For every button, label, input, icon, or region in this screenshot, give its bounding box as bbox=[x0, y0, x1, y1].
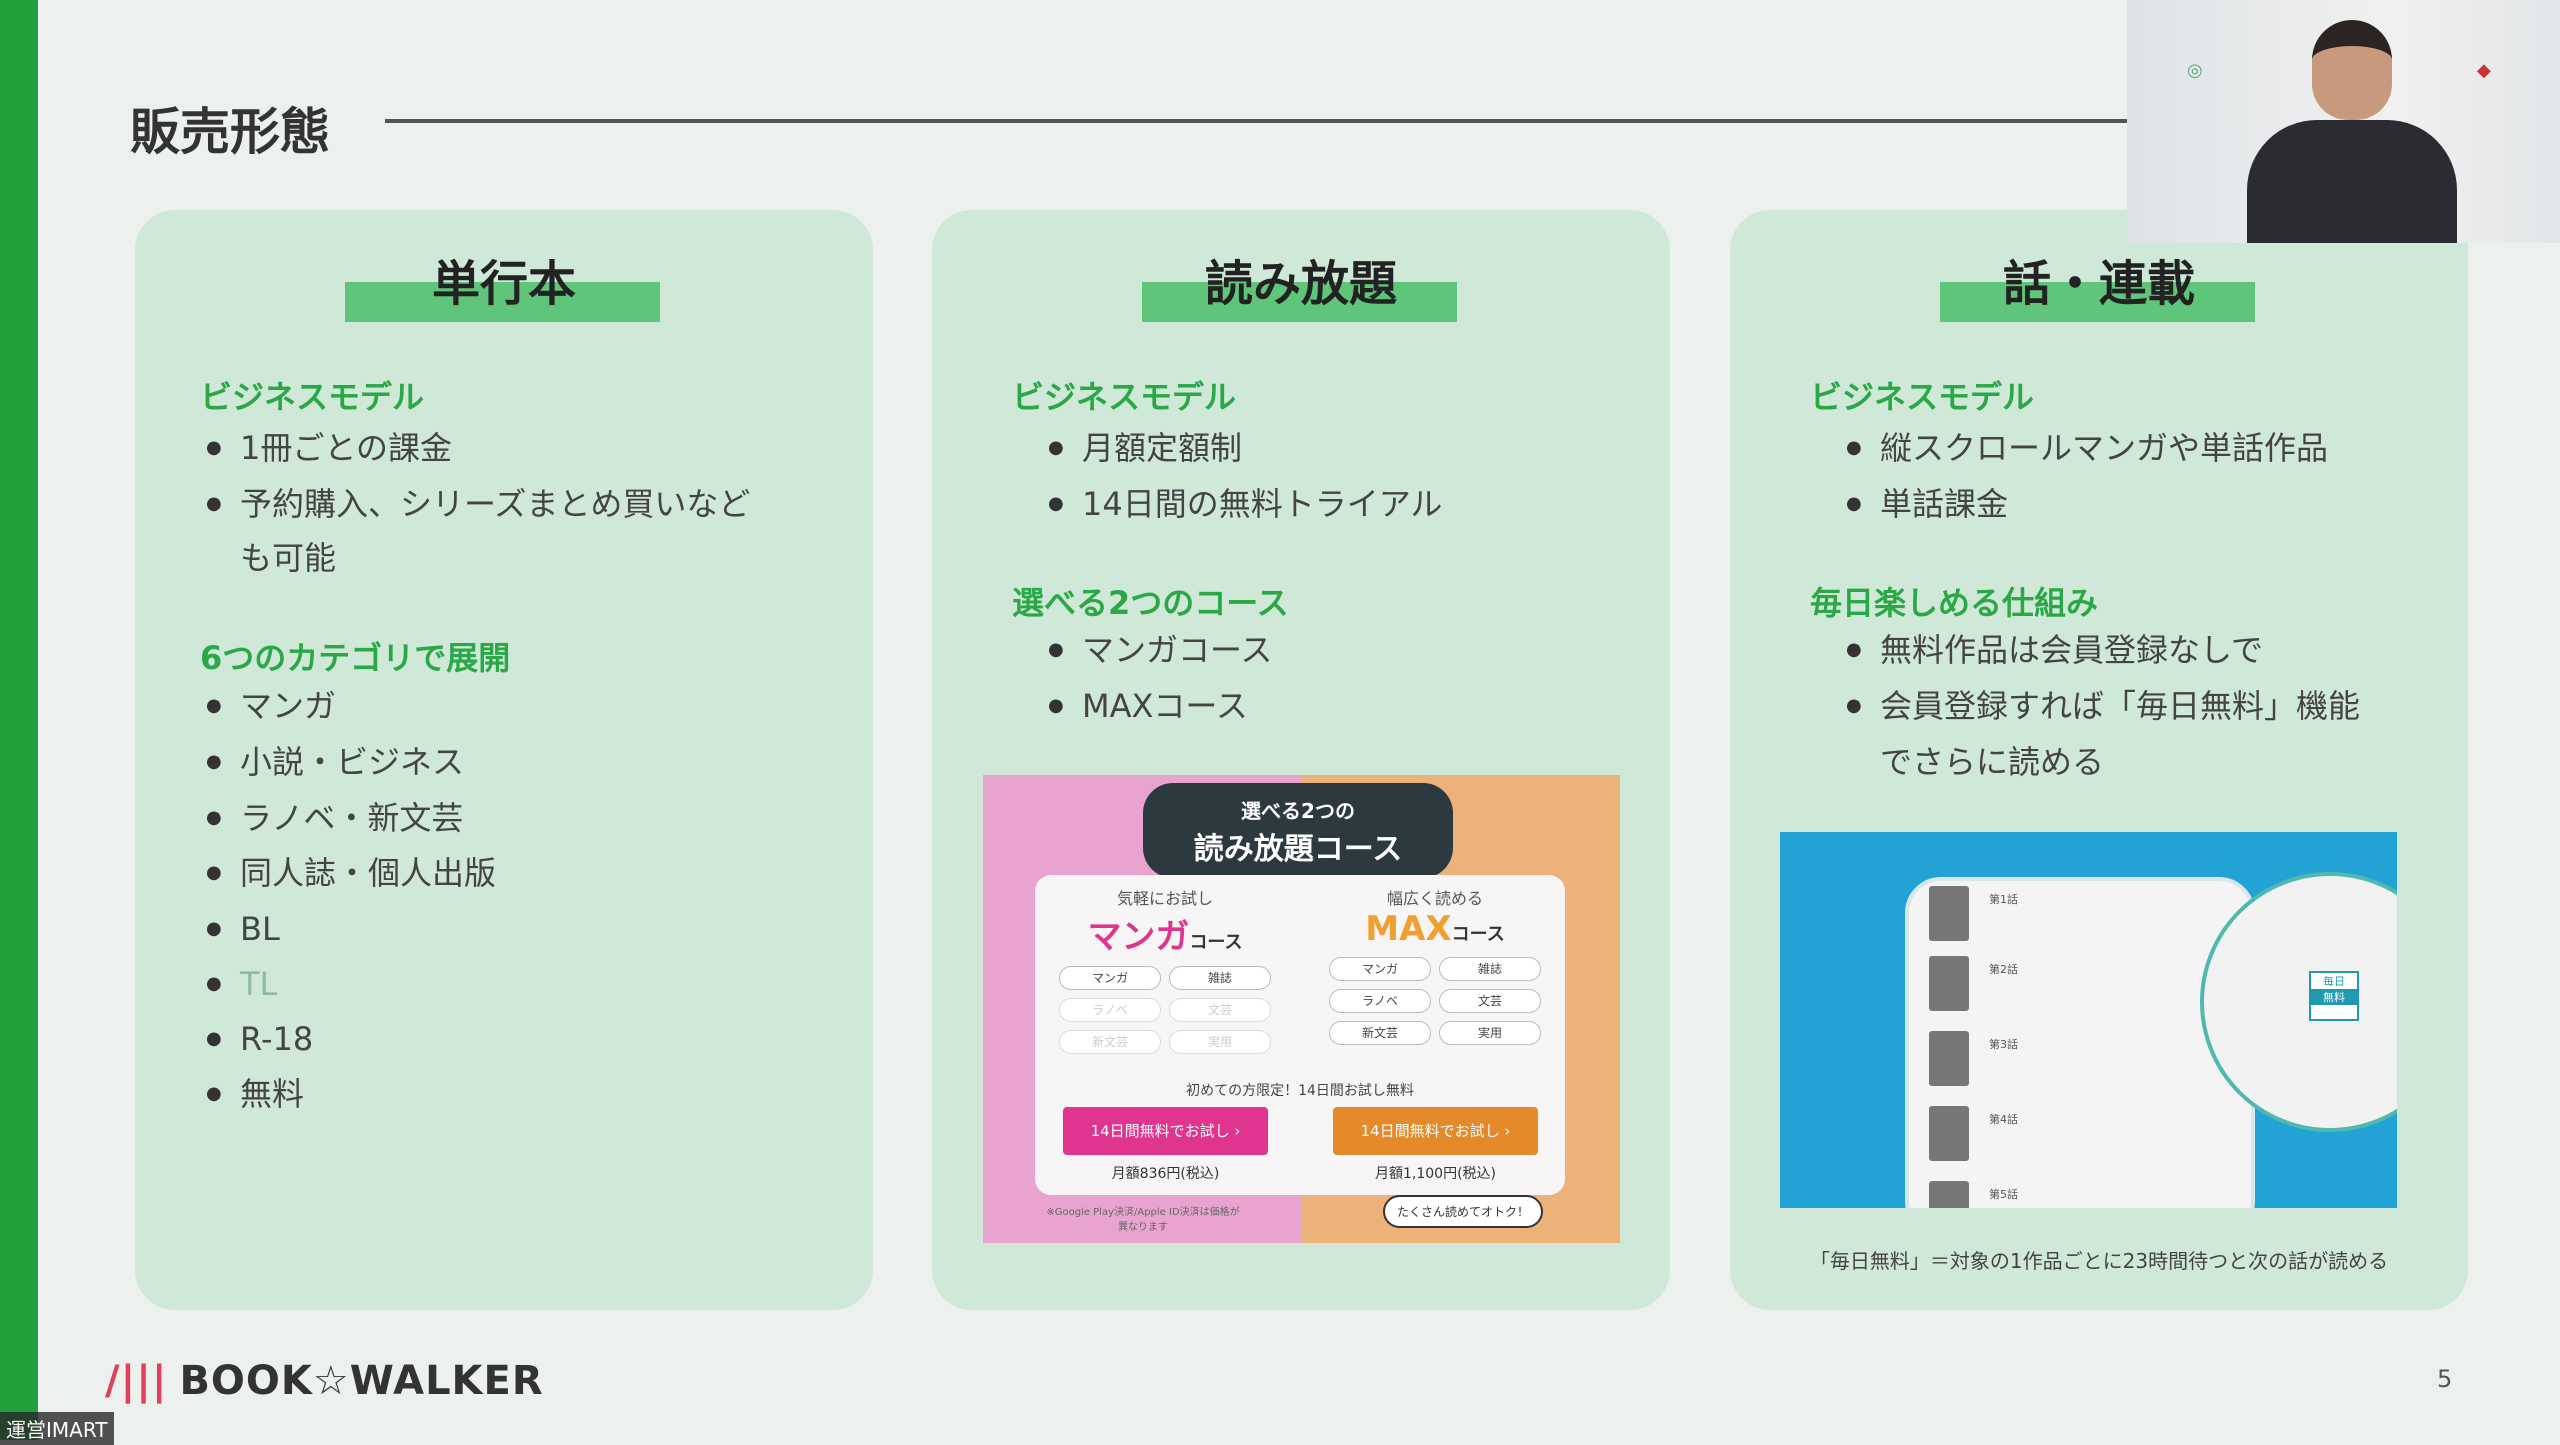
course-sub: 気軽にお試し bbox=[1116, 889, 1213, 908]
card-header-bar bbox=[345, 282, 660, 322]
course-suffix: コース bbox=[1189, 932, 1243, 953]
max-price: 月額1,100円(税込) bbox=[1374, 1166, 1496, 1182]
logo-bars-icon: /||| bbox=[105, 1358, 168, 1404]
section-heading: ビジネスモデル bbox=[1012, 378, 1237, 416]
chip: 雑誌 bbox=[1169, 966, 1271, 990]
section-heading: 選べる2つのコース bbox=[1012, 584, 1289, 622]
card-title: 話・連載 bbox=[2002, 256, 2195, 312]
card-yomihodai: 読み放題 ビジネスモデル 月額定額制 14日間の無料トライアル 選べる2つのコー… bbox=[932, 210, 1670, 1310]
page-number: 5 bbox=[2437, 1365, 2453, 1393]
list-item: マンガ bbox=[206, 678, 336, 734]
max-trial-button: 14日間無料でお試し › bbox=[1333, 1107, 1538, 1155]
episode-thumbnail bbox=[1929, 1106, 1969, 1161]
presenter-video bbox=[2237, 20, 2457, 243]
chip: 新文芸 bbox=[1329, 1021, 1431, 1045]
course-panel: 気軽にお試し マンガコース マンガ 雑誌 ラノベ 文芸 新文芸 実用 幅広く読め… bbox=[1035, 875, 1565, 1195]
list-item: 月額定額制 bbox=[1048, 420, 1242, 476]
chip: マンガ bbox=[1059, 966, 1161, 990]
chip: ラノベ bbox=[1059, 998, 1161, 1022]
chip: 実用 bbox=[1439, 1021, 1541, 1045]
list-item: 14日間の無料トライアル bbox=[1048, 476, 1442, 532]
list-item: BL bbox=[206, 901, 280, 957]
phone-mockup: 第1話 第2話 第3話 第4話 第5話 bbox=[1905, 877, 2255, 1208]
episode-title: 第5話 bbox=[1989, 1188, 2018, 1201]
card-tankobon: 単行本 ビジネスモデル 1冊ごとの課金 予約購入、シリーズまとめ買いなど も可能… bbox=[135, 210, 873, 1310]
episode-title: 第4話 bbox=[1989, 1113, 2018, 1126]
list-item: 単話課金 bbox=[1846, 476, 2008, 532]
list-item: も可能 bbox=[240, 539, 337, 577]
list-item: 無料作品は会員登録なしで bbox=[1846, 622, 2263, 678]
chip: 新文芸 bbox=[1059, 1030, 1161, 1054]
manga-course: 気軽にお試し マンガコース マンガ 雑誌 ラノベ 文芸 新文芸 実用 bbox=[1045, 885, 1285, 1054]
bookwalker-logo: /|||BOOK☆WALKER bbox=[105, 1358, 544, 1404]
list-item: 無料 bbox=[206, 1066, 304, 1122]
sidebar-accent-bar bbox=[0, 0, 38, 1440]
list-item: MAXコース bbox=[1048, 678, 1248, 734]
manga-trial-button: 14日間無料でお試し › bbox=[1063, 1107, 1268, 1155]
episode-thumbnail bbox=[1929, 886, 1969, 941]
section-heading: 毎日楽しめる仕組み bbox=[1810, 584, 2099, 622]
speech-bubble: たくさん読めてオトク！ bbox=[1383, 1195, 1544, 1228]
episode-thumbnail bbox=[1929, 956, 1969, 1011]
broadcaster-label: 運営IMART bbox=[0, 1412, 114, 1445]
promo-banner: 選べる2つの 読み放題コース bbox=[1143, 783, 1453, 878]
episode-title: 第2話 bbox=[1989, 963, 2018, 976]
list-item: 会員登録すれば「毎日無料」機能 bbox=[1846, 678, 2360, 734]
course-name: マンガ bbox=[1087, 917, 1190, 957]
section-heading: ビジネスモデル bbox=[1810, 378, 2035, 416]
image-caption: 「毎日無料」＝対象の1作品ごとに23時間待つと次の話が読める bbox=[1809, 1249, 2389, 1273]
list-item: 1冊ごとの課金 bbox=[206, 420, 452, 476]
badge-bottom: 無料 bbox=[2311, 989, 2357, 1005]
card-title: 単行本 bbox=[431, 256, 576, 312]
list-item: 同人誌・個人出版 bbox=[206, 845, 496, 901]
logo-text: BOOK☆WALKER bbox=[179, 1358, 544, 1404]
slide-title: 販売形態 bbox=[130, 103, 330, 161]
chip: 実用 bbox=[1169, 1030, 1271, 1054]
course-suffix: コース bbox=[1451, 924, 1505, 945]
chip: 雑誌 bbox=[1439, 957, 1541, 981]
episode-thumbnail bbox=[1929, 1031, 1969, 1086]
list-item: R-18 bbox=[206, 1011, 313, 1067]
chip: マンガ bbox=[1329, 957, 1431, 981]
fine-print: ※Google Play決済/Apple ID決済は価格が異なります bbox=[1046, 1207, 1240, 1233]
list-item: マンガコース bbox=[1048, 622, 1272, 678]
chip: 文芸 bbox=[1439, 989, 1541, 1013]
title-divider bbox=[385, 119, 2130, 123]
course-name: MAX bbox=[1365, 909, 1452, 949]
section-heading: 6つのカテゴリで展開 bbox=[200, 639, 511, 677]
section-heading: ビジネスモデル bbox=[200, 378, 425, 416]
banner-title: 読み放題コース bbox=[1193, 832, 1403, 867]
webcam-overlay: ◎ ◆ bbox=[2127, 0, 2560, 243]
chip: ラノベ bbox=[1329, 989, 1431, 1013]
course-sub: 幅広く読める bbox=[1386, 889, 1483, 908]
episode-title: 第1話 bbox=[1989, 893, 2018, 906]
list-item: ラノベ・新文芸 bbox=[206, 790, 463, 846]
card-header-bar bbox=[1940, 282, 2255, 322]
list-item: でさらに読める bbox=[1880, 743, 2105, 781]
card-header-bar bbox=[1142, 282, 1457, 322]
badge-top: 毎日 bbox=[2323, 975, 2345, 988]
banner-subtitle: 選べる2つの bbox=[1241, 799, 1355, 823]
list-item: TL bbox=[206, 956, 278, 1012]
list-item: 小説・ビジネス bbox=[206, 734, 464, 790]
course-promo-image: 選べる2つの 読み放題コース 気軽にお試し マンガコース マンガ 雑誌 ラノベ … bbox=[983, 775, 1620, 1243]
daily-free-screenshot: 第1話 第2話 第3話 第4話 第5話 毎日 無料 bbox=[1780, 832, 2397, 1208]
card-wa-rensai: 話・連載 ビジネスモデル 縦スクロールマンガや単話作品 単話課金 毎日楽しめる仕… bbox=[1730, 210, 2468, 1310]
trial-notice: 初めての方限定！14日間お試し無料 bbox=[1186, 1083, 1414, 1099]
episode-thumbnail bbox=[1929, 1181, 1969, 1208]
chip: 文芸 bbox=[1169, 998, 1271, 1022]
list-item: 縦スクロールマンガや単話作品 bbox=[1846, 420, 2328, 476]
manga-price: 月額836円(税込) bbox=[1111, 1166, 1220, 1182]
card-title: 読み放題 bbox=[1204, 256, 1397, 312]
max-course: 幅広く読める MAXコース マンガ 雑誌 ラノベ 文芸 新文芸 実用 bbox=[1315, 885, 1555, 1045]
list-item: 予約購入、シリーズまとめ買いなど bbox=[206, 476, 750, 532]
episode-title: 第3話 bbox=[1989, 1038, 2018, 1051]
daily-free-badge: 毎日 無料 bbox=[2309, 971, 2359, 1021]
